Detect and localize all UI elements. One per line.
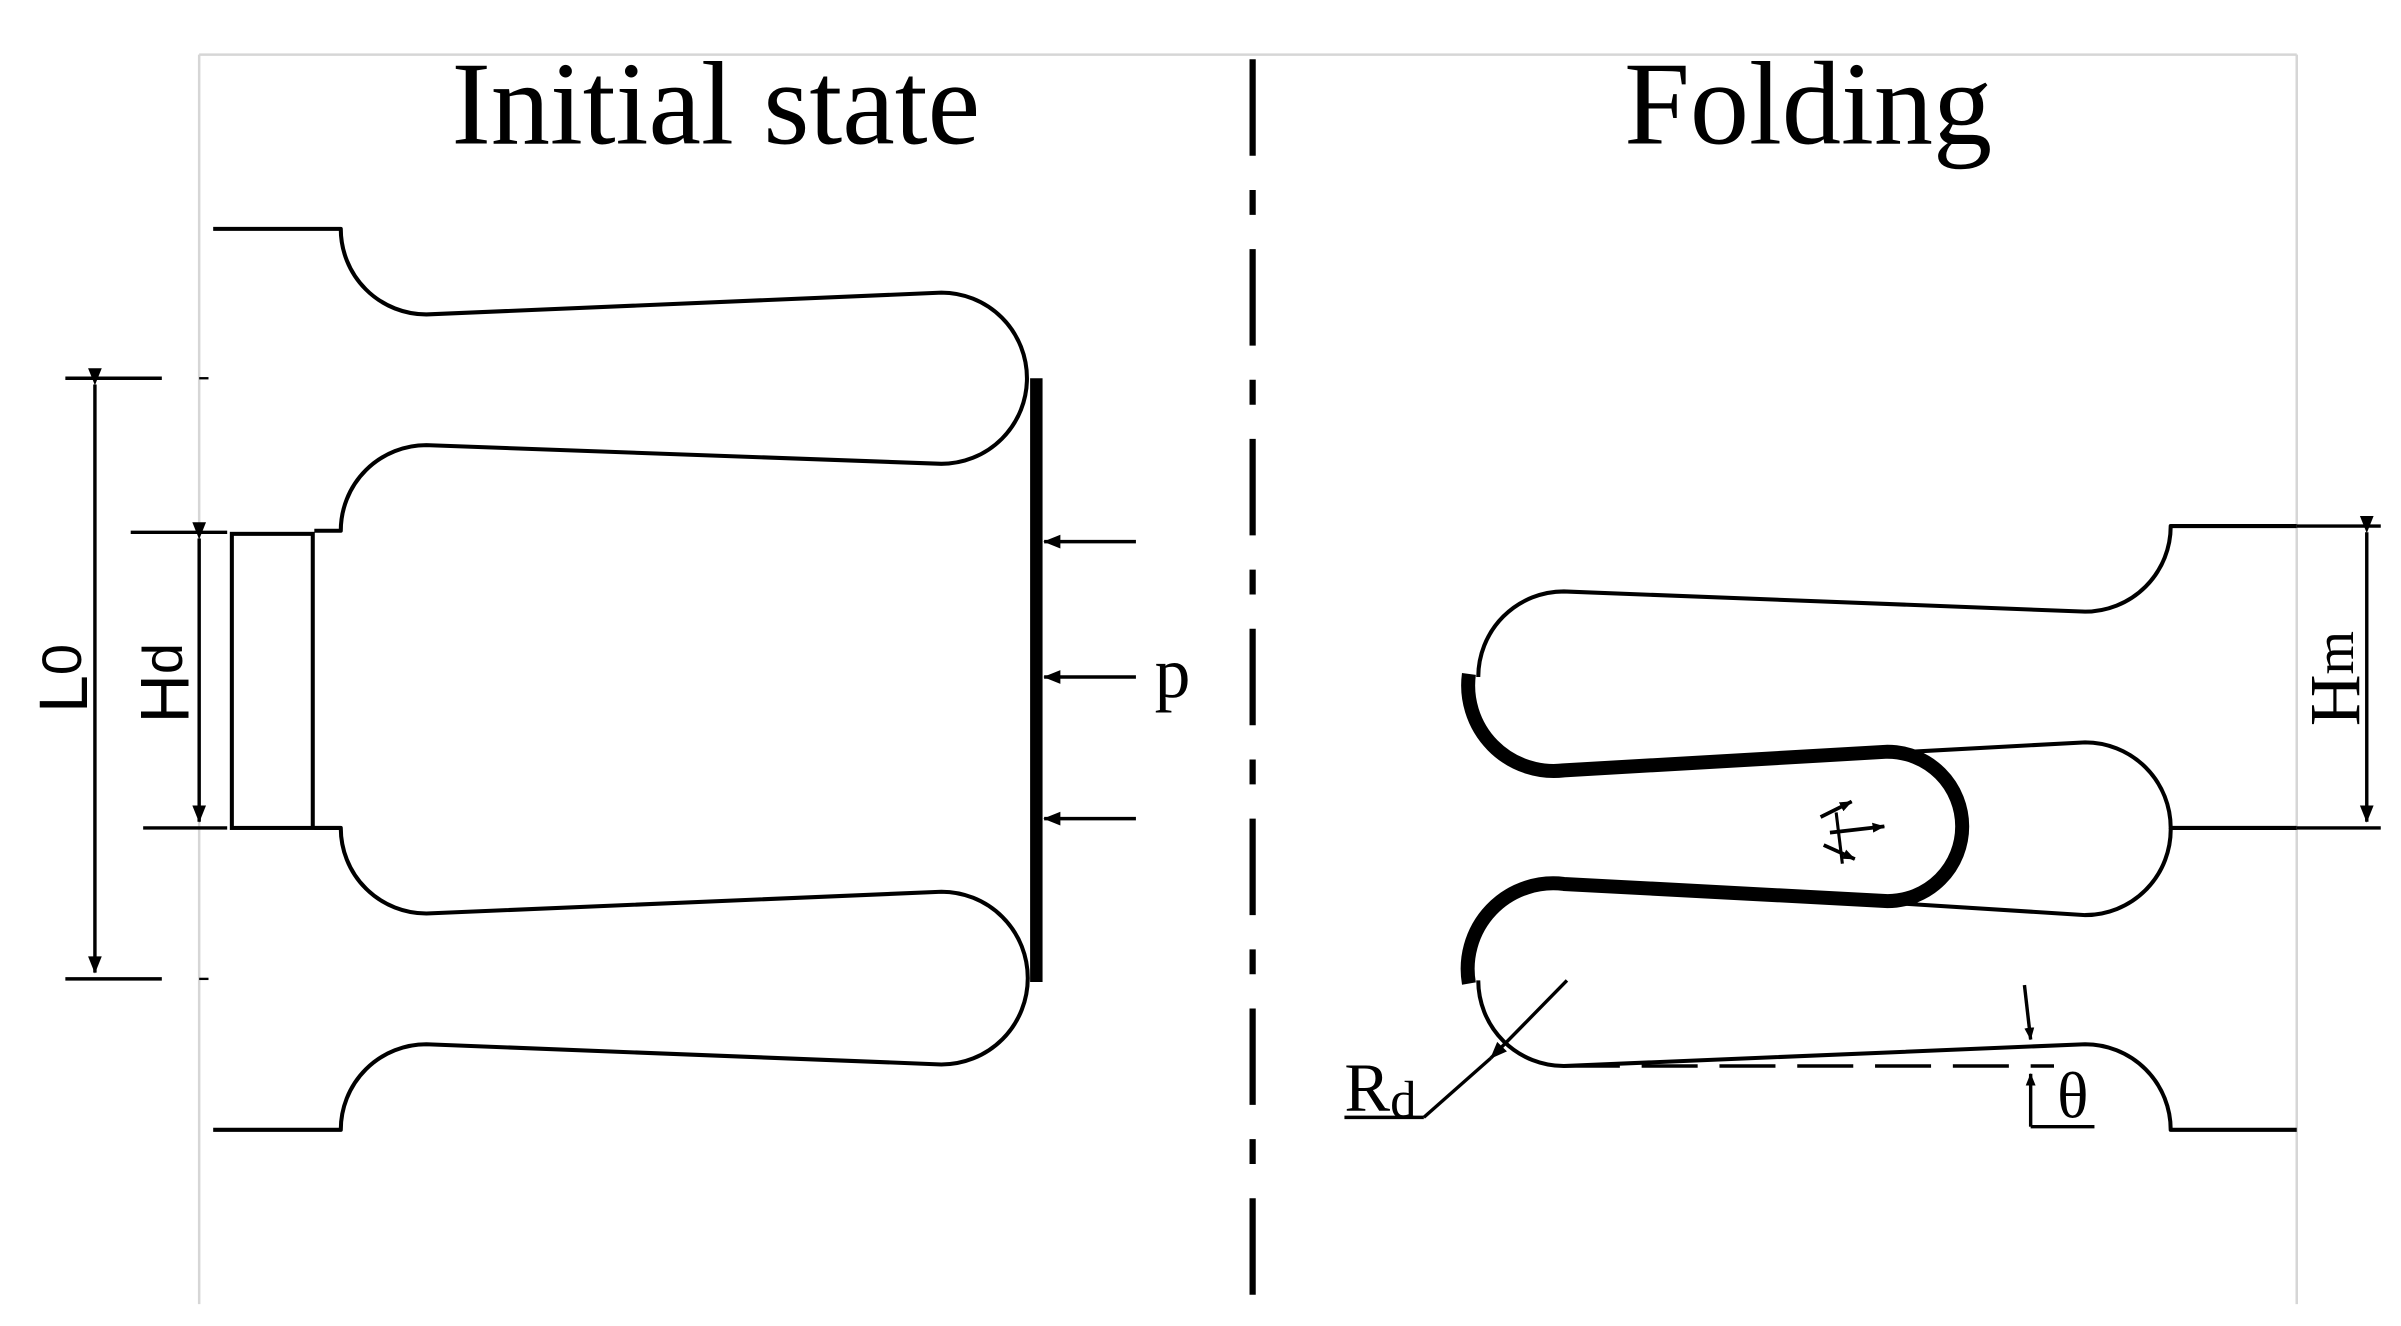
Hd-sub: d [131, 643, 194, 674]
Hd-label: Hd [126, 643, 203, 724]
Hd-main: H [126, 674, 203, 723]
initial-bellows-outline [213, 226, 1030, 1132]
folded-wall [1460, 672, 1970, 985]
Hm-label: Hm [2296, 631, 2375, 726]
initial-state-title: Initial state [451, 38, 980, 169]
L0-dimension [65, 368, 209, 981]
L0-sub: 0 [30, 644, 93, 675]
Rd-label: Rd [1344, 1050, 1416, 1129]
svg-text:Hm: Hm [2296, 631, 2375, 726]
panel-frame [197, 53, 2298, 1305]
Hm-sub: m [2304, 631, 2366, 675]
pressure-arrows [1043, 534, 1136, 826]
Rd-leader [1344, 979, 1569, 1120]
folding-title: Folding [1624, 38, 1992, 169]
Rd-main: R [1344, 1050, 1390, 1126]
theta-label: θ [2057, 1060, 2088, 1132]
theta-angle [1563, 984, 2095, 1129]
Hd-dimension [130, 522, 228, 830]
motion-arrows [1819, 799, 1886, 864]
Hm-main: H [2296, 674, 2375, 726]
svg-text:L0: L0 [25, 644, 102, 713]
reinforcing-ring [229, 531, 315, 830]
folded-bellows-outline [1476, 524, 2297, 1132]
pressure-label: p [1155, 634, 1191, 713]
L0-main: L [25, 675, 102, 713]
Hm-dimension [2296, 516, 2381, 830]
svg-text:Hd: Hd [126, 643, 203, 724]
L0-label: L0 [25, 644, 102, 713]
Rd-sub: d [1390, 1071, 1416, 1129]
